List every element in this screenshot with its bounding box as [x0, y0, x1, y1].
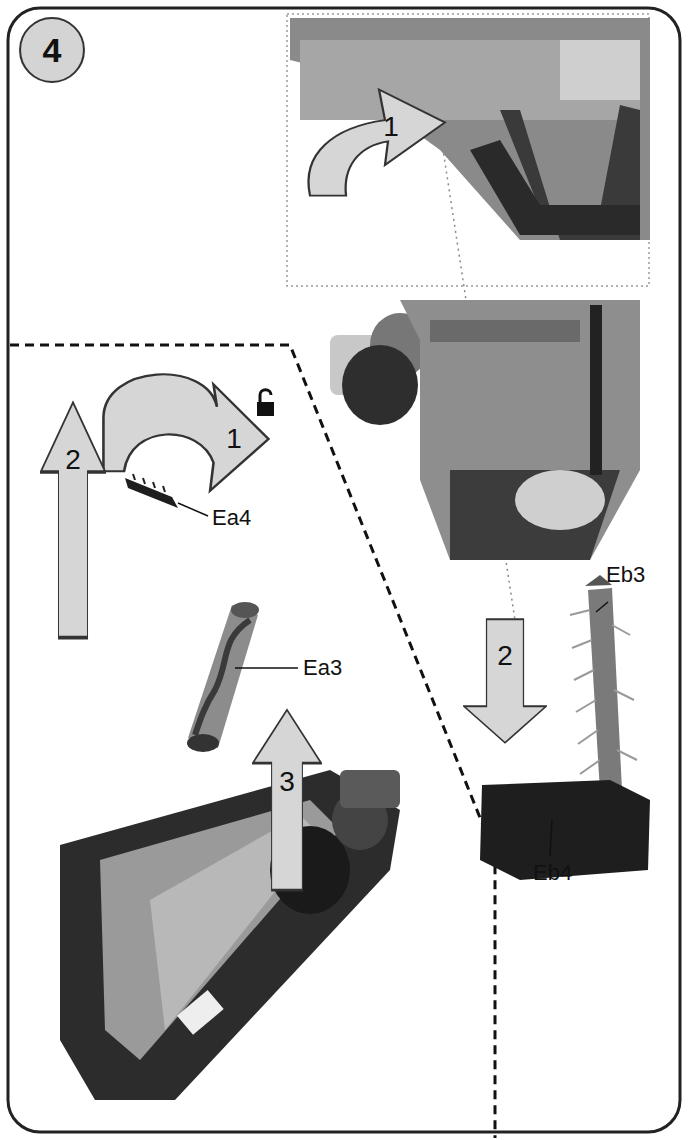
step-number: 1	[383, 111, 399, 143]
step-number: 4	[43, 31, 62, 70]
step-circle: 4	[18, 16, 86, 84]
step-number: 3	[279, 766, 295, 798]
part-label: Ea3	[303, 655, 342, 681]
up-shape	[40, 400, 106, 640]
swoop-shape	[298, 80, 448, 198]
step-arrow: 1	[100, 362, 272, 502]
part-label: Ea4	[212, 505, 251, 531]
step-arrow: 2	[40, 400, 106, 640]
step-arrow: 2	[463, 618, 547, 744]
up-shape	[252, 708, 322, 892]
step-arrow: 1	[298, 80, 448, 198]
down-shape	[463, 618, 547, 744]
step-arrow: 3	[252, 708, 322, 892]
curl-shape	[100, 362, 272, 502]
part-label: Eb4	[533, 860, 572, 886]
part-label: Eb3	[606, 562, 645, 588]
step-number: 2	[65, 444, 81, 476]
step-number: 1	[226, 423, 242, 455]
step-number: 2	[497, 640, 513, 672]
